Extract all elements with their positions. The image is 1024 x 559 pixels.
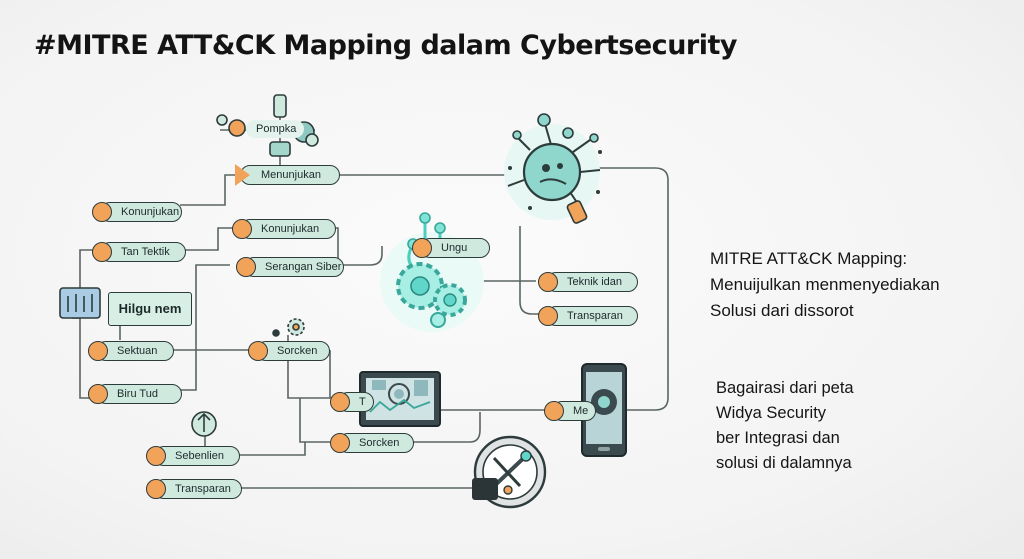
node-sektuan-label: Sektuan	[117, 345, 158, 357]
node-sektuan[interactable]: Sektuan	[88, 341, 174, 361]
node-marker	[330, 433, 350, 453]
node-transparan-right-label: Transparan	[567, 310, 623, 322]
callout-box: Hilgu nem	[108, 292, 192, 326]
node-transparan-bottom[interactable]: Transparan	[146, 479, 242, 499]
node-marker	[88, 341, 108, 361]
node-marker	[235, 164, 250, 186]
node-marker	[236, 257, 256, 277]
node-marker	[92, 202, 112, 222]
node-sorcken-mid-label: Sorcken	[277, 345, 318, 357]
node-transparan-bottom-label: Transparan	[175, 483, 231, 495]
right-panel-description: Bagairasi dari peta Widya Security ber I…	[716, 376, 854, 476]
node-menunjukan-top-label: Menunjukan	[261, 169, 321, 181]
node-ungu[interactable]: Ungu	[412, 238, 490, 258]
node-teknik-idan[interactable]: Teknik idan	[538, 272, 638, 292]
node-konunjukan-left-label: Konunjukan	[121, 206, 180, 218]
description-line-1: Bagairasi dari peta	[716, 379, 854, 397]
node-menunjukan-top[interactable]: Menunjukan	[235, 164, 340, 186]
node-marker	[538, 272, 558, 292]
node-biru-tud[interactable]: Biru Tud	[88, 384, 182, 404]
node-me[interactable]: Me	[544, 401, 596, 421]
node-sorcken-low-label: Sorcken	[359, 437, 400, 449]
node-marker	[538, 306, 558, 326]
summary-line-1: Menuijulkan menmenyediakan	[710, 275, 940, 294]
smartphone-icon	[581, 363, 627, 457]
server-icon	[59, 287, 101, 319]
description-line-3: ber Integrasi dan	[716, 429, 840, 447]
node-t-label: T	[359, 396, 366, 408]
node-marker	[330, 392, 350, 412]
gear-icon	[272, 318, 305, 337]
page-title: #MITRE ATT&CK Mapping dalam Cybertsecuri…	[34, 30, 738, 61]
node-sorcken-mid[interactable]: Sorcken	[248, 341, 330, 361]
node-marker	[92, 242, 112, 262]
description-line-2: Widya Security	[716, 404, 827, 422]
node-sebenlien[interactable]: Sebenlien	[146, 446, 240, 466]
summary-heading: MITRE ATT&CK Mapping:	[710, 249, 908, 268]
node-konunjukan-left[interactable]: Konunjukan	[92, 202, 182, 222]
node-ungu-label: Ungu	[441, 242, 468, 254]
node-tan-tektik[interactable]: Tan Tektik	[92, 242, 186, 262]
node-pompka-label: Pompka	[256, 123, 297, 135]
gear-cluster-icon	[380, 212, 484, 332]
node-transparan-right[interactable]: Transparan	[538, 306, 638, 326]
node-serangan-siber[interactable]: Serangan Siber	[236, 257, 344, 277]
node-me-label: Me	[573, 405, 589, 417]
summary-line-2: Solusi dari dissorot	[710, 301, 854, 320]
node-marker	[544, 401, 564, 421]
description-line-4: solusi di dalamnya	[716, 454, 852, 472]
node-marker	[88, 384, 108, 404]
virus-icon	[504, 113, 602, 224]
sync-icon	[191, 411, 217, 437]
node-marker	[248, 341, 268, 361]
node-marker	[146, 479, 166, 499]
node-t[interactable]: T	[330, 392, 374, 412]
tools-icon	[472, 435, 547, 509]
node-biru-tud-label: Biru Tud	[117, 388, 158, 400]
node-marker	[146, 446, 166, 466]
node-pompka[interactable]: Pompka	[246, 120, 305, 138]
node-marker	[412, 238, 432, 258]
node-marker	[232, 219, 252, 239]
node-konunjukan-mid-label: Konunjukan	[261, 223, 320, 235]
node-konunjukan-mid[interactable]: Konunjukan	[232, 219, 336, 239]
right-panel-summary: MITRE ATT&CK Mapping: Menuijulkan menmen…	[710, 246, 940, 324]
node-tan-tektik-label: Tan Tektik	[121, 246, 170, 258]
node-sorcken-low[interactable]: Sorcken	[330, 433, 414, 453]
node-serangan-siber-label: Serangan Siber	[265, 261, 342, 273]
node-sebenlien-label: Sebenlien	[175, 450, 224, 462]
node-teknik-idan-label: Teknik idan	[567, 276, 623, 288]
